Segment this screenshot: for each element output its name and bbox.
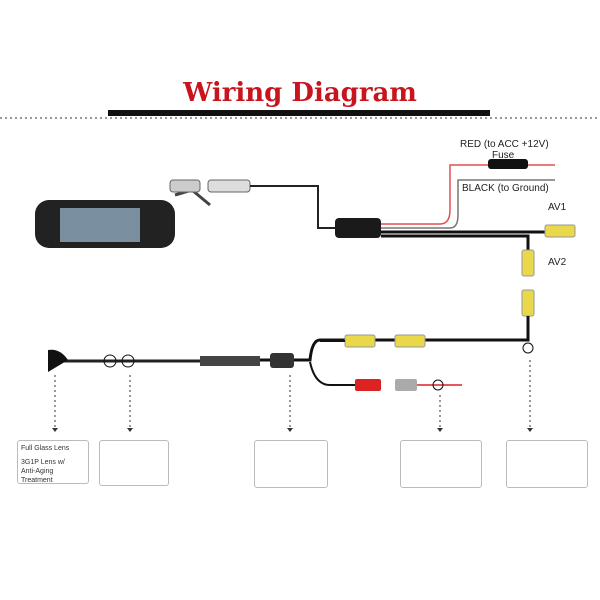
av1-connector [544, 224, 576, 238]
control-box [335, 218, 381, 238]
title-underline [108, 110, 490, 116]
red-rca [355, 379, 381, 391]
av2-connector [521, 249, 535, 277]
rear-camera [48, 349, 68, 372]
av-input-connector [521, 289, 535, 317]
camera-cable-box [99, 440, 169, 486]
lens-line-3: Anti-Aging Treatment [21, 468, 54, 484]
video-harness-box [254, 440, 328, 488]
mirror-screen [60, 208, 140, 242]
black-wire-label: BLACK (to Ground) [462, 183, 549, 194]
av-extension-cable-box [506, 440, 588, 488]
av2-label: AV2 [548, 257, 567, 268]
av1-label: AV1 [548, 202, 567, 213]
fuse-label: Fuse [492, 150, 515, 161]
fuse [488, 159, 528, 169]
page-title: Wiring Diagram [183, 78, 417, 108]
power-cable-box [400, 440, 482, 488]
red-wire-label: RED (to ACC +12V) [460, 139, 549, 150]
red-wire [381, 164, 555, 225]
lens-info-box: Full Glass Lens 3G1P Lens w/ Anti-Aging … [17, 440, 89, 484]
lens-line-2: 3G1P Lens w/ [21, 459, 65, 466]
mirror-connector [169, 179, 201, 193]
lens-line-1: Full Glass Lens [21, 445, 70, 452]
black-wire [381, 179, 555, 229]
